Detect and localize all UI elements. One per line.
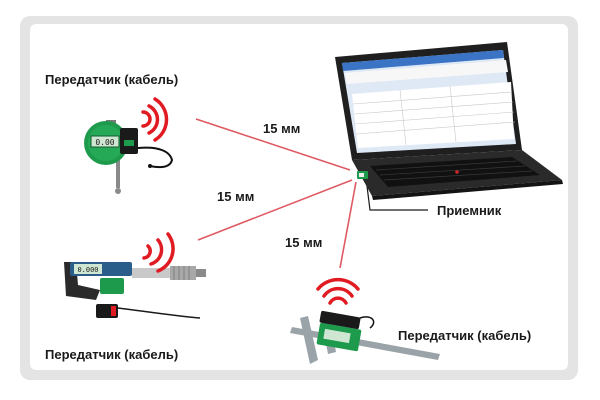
label-transmitter-micrometer: Передатчик (кабель) — [45, 347, 179, 362]
receiver-dongle — [357, 171, 368, 179]
svg-text:0.00: 0.00 — [95, 138, 114, 147]
receiver-callout — [365, 177, 428, 211]
link-micrometer — [197, 179, 353, 241]
link-indicator — [195, 118, 351, 171]
label-receiver: Приемник — [437, 203, 502, 218]
link-caliper — [339, 181, 357, 269]
dial-indicator: 0.00 — [84, 120, 174, 194]
link-lines — [195, 118, 357, 269]
label-transmitter-indicator: Передатчик (кабель) — [45, 72, 179, 87]
label-transmitter-caliper: Передатчик (кабель) — [398, 328, 532, 343]
svg-text:0.000: 0.000 — [77, 266, 98, 274]
signal-icon — [141, 97, 360, 305]
distance-micrometer: 15 мм — [217, 189, 255, 204]
micrometer: 0.000 — [64, 262, 206, 319]
laptop-icon — [335, 42, 563, 200]
caliper — [290, 310, 440, 364]
distance-indicator: 15 мм — [263, 121, 301, 136]
distance-caliper: 15 мм — [285, 235, 323, 250]
